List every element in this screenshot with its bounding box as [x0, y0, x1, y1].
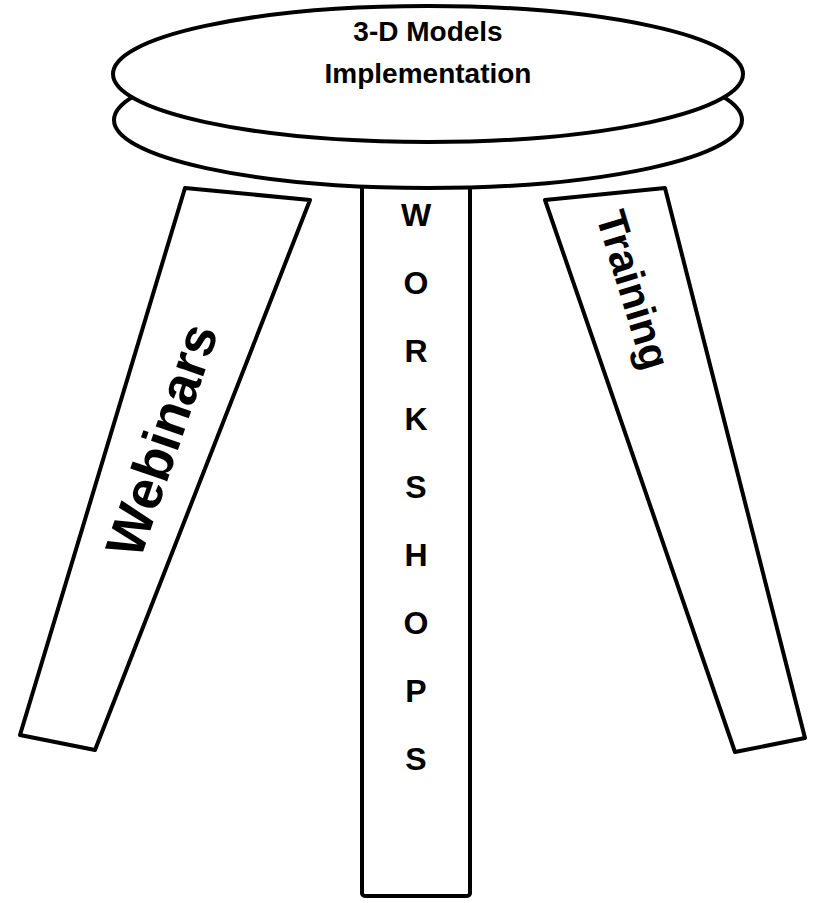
text-holder: 3-D Models Implementation [108, 11, 748, 95]
leg-outline [362, 180, 470, 896]
stool-leg: Training [540, 180, 815, 760]
stool-leg: Webinars [15, 180, 315, 760]
leg-outline [20, 188, 310, 750]
stool-label: WORKSHOPS [400, 181, 432, 793]
stool-seat: 3-D Models Implementation [108, 2, 748, 194]
leg-outline [545, 188, 805, 752]
stool-label: 3-D Models Implementation [298, 11, 558, 95]
text-holder: WORKSHOPS [360, 181, 472, 793]
stool-leg: WORKSHOPS [360, 180, 472, 902]
stool-part-outline [540, 180, 815, 760]
seat-top [113, 6, 743, 142]
